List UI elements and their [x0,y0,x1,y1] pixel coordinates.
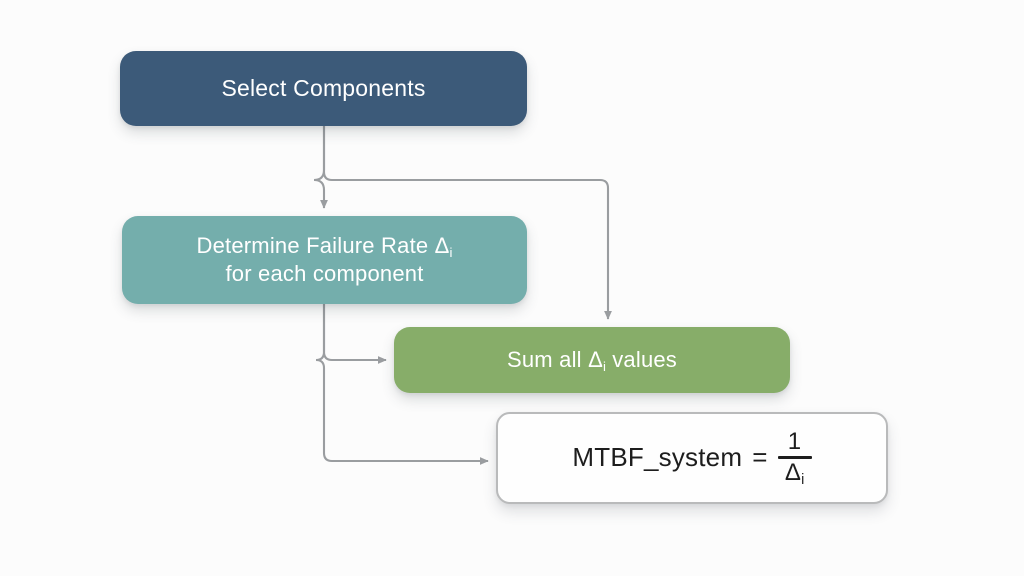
node-determine-failure-rate-label: Determine Failure Rate Δi for each compo… [183,232,467,288]
formula-denominator-symbol: Δ [784,458,802,486]
mtbf-formula-expression: MTBF_system = 1 Δi [572,427,812,488]
node-sum-all-values-label: Sum all Δi values [493,346,691,374]
node-determine-failure-rate[interactable]: Determine Failure Rate Δi for each compo… [122,216,527,304]
formula-denominator-subscript: i [801,471,805,488]
formula-fraction: 1 Δi [777,427,812,488]
sum-delta-subscript: i [602,358,606,374]
formula-equals-sign: = [752,442,768,473]
edge-failure-to-formula [315,304,489,465]
formula-denominator: Δi [778,458,811,488]
node-mtbf-formula[interactable]: MTBF_system = 1 Δi [496,412,888,504]
node-sum-all-values[interactable]: Sum all Δi values [394,327,790,393]
sum-label-suffix: values [605,346,678,372]
sum-label-prefix: Sum all [506,346,589,372]
formula-fraction-bar [777,455,812,459]
failure-line2: for each component [225,261,424,286]
edge-select-to-sum [322,126,612,320]
edge-failure-to-sum [322,304,387,364]
failure-delta-symbol: Δ [434,232,450,258]
edge-select-to-failure [313,126,328,209]
formula-left-hand-side: MTBF_system [572,442,743,473]
failure-delta-subscript: i [449,244,453,260]
failure-line1-prefix: Determine Failure Rate [196,232,435,258]
node-select-components-label: Select Components [221,74,426,101]
node-select-components[interactable]: Select Components [120,51,527,126]
sum-delta-symbol: Δ [588,346,603,372]
formula-numerator: 1 [787,427,802,455]
